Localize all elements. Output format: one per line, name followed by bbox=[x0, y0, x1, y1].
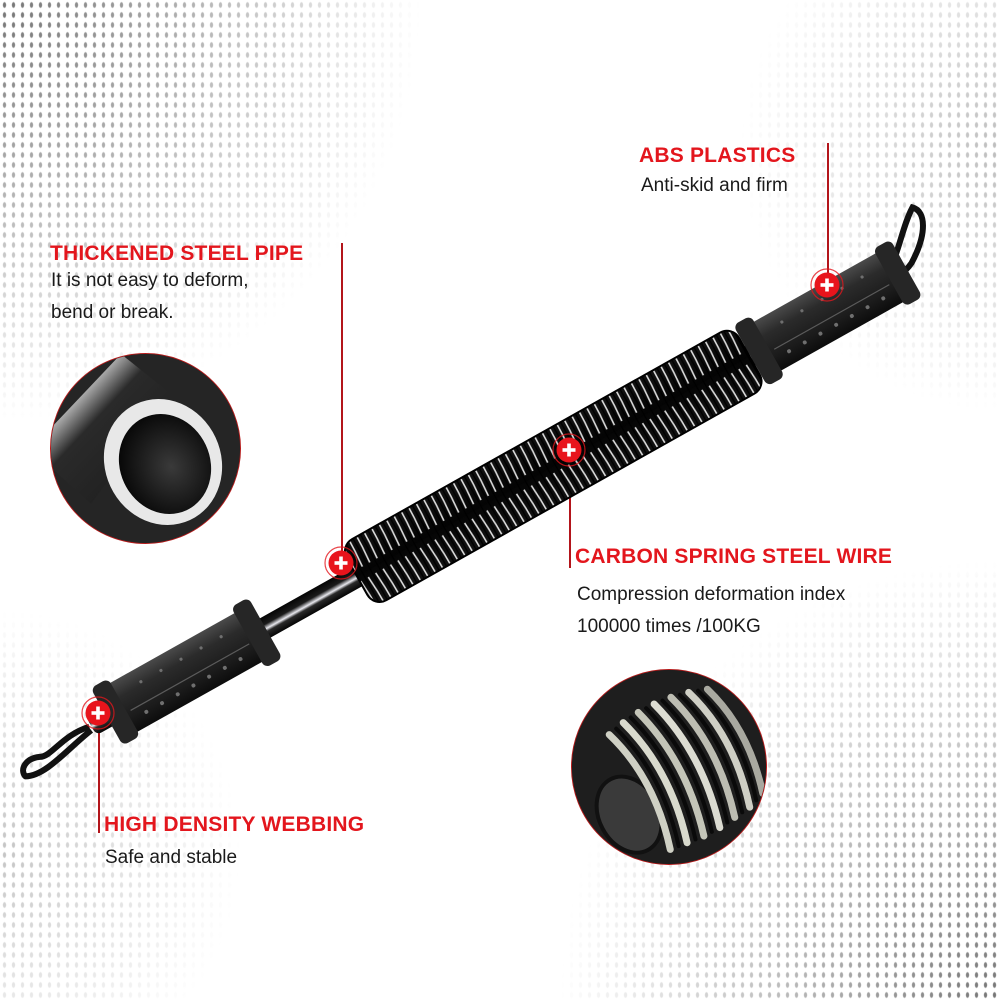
hotspot-high-density-webbing[interactable] bbox=[81, 696, 115, 730]
callout-title: HIGH DENSITY WEBBING bbox=[104, 813, 365, 836]
hotspot-thickened-steel-pipe[interactable] bbox=[324, 546, 358, 580]
callout-description-line-2: 100000 times /100KG bbox=[577, 616, 761, 637]
callout-title: CARBON SPRING STEEL WIRE bbox=[575, 545, 893, 568]
spring-coil-closeup-image bbox=[572, 670, 766, 864]
callout-description-line-1: It is not easy to deform, bbox=[51, 270, 249, 291]
plus-icon bbox=[91, 706, 105, 720]
callout-description: Safe and stable bbox=[105, 847, 238, 868]
steel-pipe-inset bbox=[50, 353, 241, 544]
hotspot-carbon-spring-steel-wire[interactable] bbox=[552, 433, 586, 467]
callout-title: THICKENED STEEL PIPE bbox=[50, 242, 304, 265]
callout-title: ABS PLASTICS bbox=[639, 144, 796, 167]
spring-coil-inset bbox=[571, 669, 767, 865]
connector-line-webbing bbox=[98, 713, 100, 833]
callout-description-line-1: Compression deformation index bbox=[577, 584, 846, 605]
plus-icon bbox=[334, 556, 348, 570]
callout-description-line-2: bend or break. bbox=[51, 302, 174, 323]
connector-line-abs-plastics bbox=[827, 143, 829, 285]
connector-line-spring-wire bbox=[569, 450, 571, 568]
steel-pipe-cross-section-image bbox=[51, 354, 240, 543]
callout-description: Anti-skid and firm bbox=[641, 175, 788, 196]
connector-line-steel-pipe bbox=[341, 243, 343, 563]
plus-icon bbox=[820, 278, 834, 292]
plus-icon bbox=[562, 443, 576, 457]
hotspot-abs-plastics[interactable] bbox=[810, 268, 844, 302]
